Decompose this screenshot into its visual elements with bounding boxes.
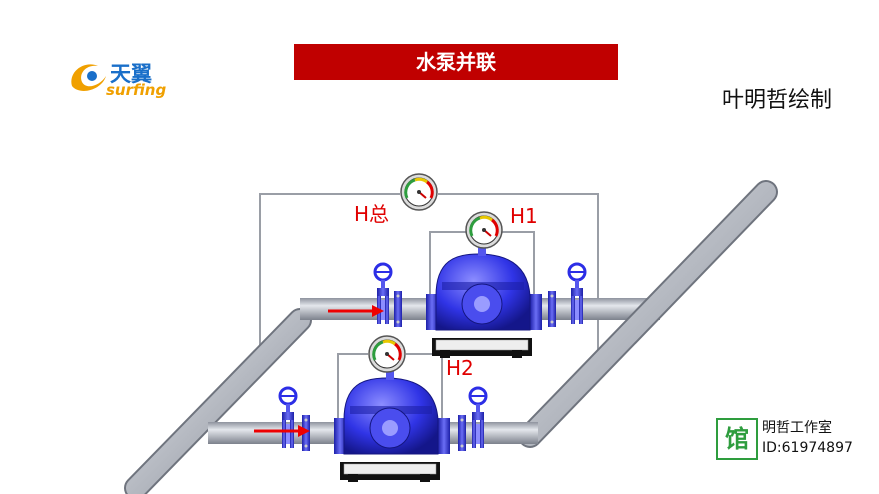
logo-english-text: surfing bbox=[106, 81, 167, 99]
label-h-total: H总 bbox=[354, 202, 390, 226]
label-h2: H2 bbox=[446, 356, 474, 380]
logo-swirl-icon bbox=[71, 64, 106, 91]
flange-icon bbox=[548, 291, 556, 327]
logo-chinese-text: 天翼 bbox=[110, 62, 152, 86]
gate-valve-icon bbox=[278, 386, 298, 450]
watermark-text: 明哲工作室 ID:61974897 bbox=[762, 418, 853, 458]
gate-valve-icon bbox=[567, 262, 587, 326]
pressure-gauge-total-icon bbox=[399, 172, 439, 212]
studio-name: 明哲工作室 bbox=[762, 420, 832, 436]
surfing-logo: 天翼 surfing bbox=[66, 56, 176, 100]
gate-valve-icon bbox=[373, 262, 393, 326]
gate-valve-icon bbox=[468, 386, 488, 450]
pump-2-icon bbox=[332, 352, 452, 484]
flow-arrow-upper-icon bbox=[328, 305, 384, 317]
label-h1: H1 bbox=[510, 204, 538, 228]
flange-icon bbox=[394, 291, 402, 327]
page-title: 水泵并联 bbox=[294, 44, 618, 80]
pressure-gauge-h2-icon bbox=[367, 334, 407, 374]
pump-1-icon bbox=[424, 228, 544, 360]
flow-arrow-lower-icon bbox=[254, 425, 310, 437]
flange-icon bbox=[458, 415, 466, 451]
studio-id: ID:61974897 bbox=[762, 440, 853, 456]
watermark-stamp: 馆 bbox=[716, 418, 758, 460]
author-credit: 叶明哲绘制 bbox=[722, 88, 833, 113]
pressure-gauge-h1-icon bbox=[464, 210, 504, 250]
